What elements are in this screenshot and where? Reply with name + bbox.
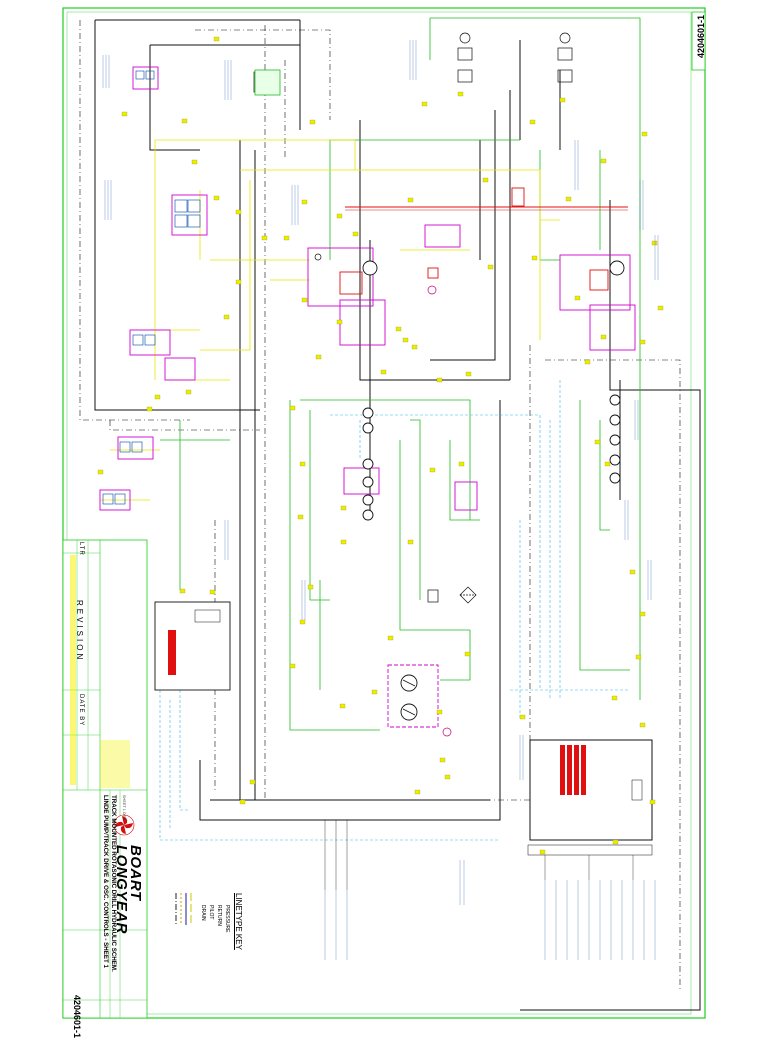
note-leaders <box>324 820 634 890</box>
return-lines <box>94 19 701 1011</box>
linetype-key-pressure: PRESSURE <box>224 905 230 933</box>
doc-number-top: 4204601-1 <box>696 14 706 58</box>
boart-longyear-logo-icon <box>113 814 135 836</box>
reservoir-ports <box>560 745 586 795</box>
revision-notes-stripe <box>70 555 76 785</box>
pilot-lines <box>160 17 641 731</box>
linetype-key-samples <box>175 893 192 925</box>
sheet-number: SHEET 1 OF 3 <box>122 795 126 821</box>
revision-label: REVISION <box>75 600 84 663</box>
sheet-border <box>62 7 706 1019</box>
spool-blocks <box>102 70 201 505</box>
drawing-title-line2: LINDE PUMP/TRACK DRIVE & OSC. CONTROLS -… <box>102 795 109 968</box>
control-block <box>254 69 281 96</box>
date-by-label: DATE BY <box>78 694 84 727</box>
inner-frame <box>66 11 692 1015</box>
linetype-key-return: RETURN <box>216 905 222 926</box>
hydraulic-reservoir <box>529 739 653 841</box>
motor-icon <box>400 674 418 721</box>
linetype-key-drain: DRAIN <box>200 905 206 921</box>
approval-stamp-block <box>100 740 130 788</box>
pump-icon <box>362 260 625 521</box>
doc-number-title-block: 4204601-1 <box>72 995 82 1038</box>
reservoir-icon <box>339 187 609 295</box>
ltr-label: LTR <box>78 542 84 556</box>
dashed-drain-lines <box>79 20 681 990</box>
title-block <box>62 539 148 1019</box>
valve-icon <box>99 66 636 728</box>
linetype-key-title: LINETYPE KEY <box>234 893 243 950</box>
component-callout-tags <box>97 36 664 855</box>
pressure-gauge-icon <box>314 32 571 737</box>
auxiliary-manifold <box>154 601 231 691</box>
doc-number-box-top <box>691 11 706 71</box>
auxiliary-manifold-ports <box>168 630 176 675</box>
filter-icon <box>427 586 477 604</box>
linetype-key-pilot: PILOT <box>208 905 214 920</box>
drawing-title-line1: TRACK MOUNTED ROTASONIC DRILL HYDRAULIC … <box>110 795 117 972</box>
case-drain-lines <box>159 380 630 841</box>
annotation-notes <box>102 40 659 960</box>
